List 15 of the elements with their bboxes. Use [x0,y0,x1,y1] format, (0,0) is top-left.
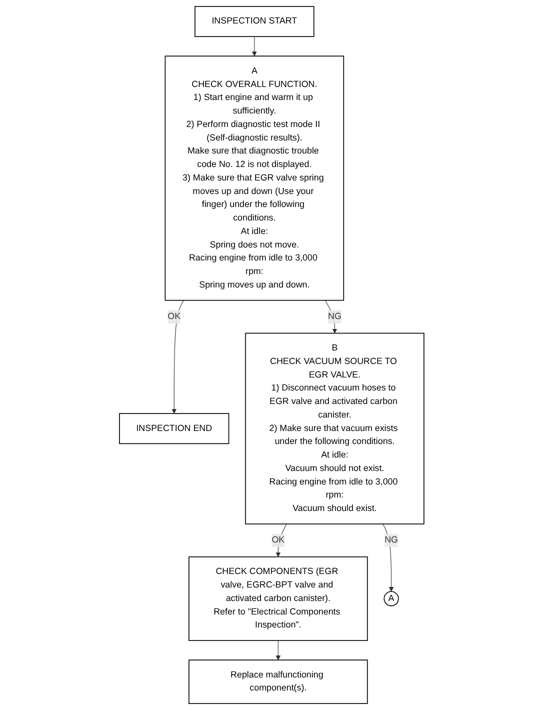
node-box: INSPECTION START [194,6,315,37]
node-box: A CHECK OVERALL FUNCTION. 1) Start engine and warm it up sufficiently. 2) Perform diagnostic test mode II (Self-diagnostic results). Make sure that diagnostic trouble code No. 12 is not displayed. 3) Make sure that EGR valve spring moves up and down (Use your finger) under the following conditions. At idle: Spring does not move. Racing engine from idle to 3,000 rpm: Spring moves up and down. [165,56,344,301]
node-box: Replace malfunctioning component(s). [188,660,368,704]
arrow [276,640,281,660]
arrow [172,300,184,414]
arrow [382,524,394,592]
edge-label: OK [168,312,181,322]
node-box: INSPECTION END [119,413,230,444]
edge-label: OK [272,535,285,545]
node-box: B CHECK VACUUM SOURCE TO EGR VALVE. 1) Disconnect vacuum hoses to EGR valve and activated carbon canister. 2) Make sure that vacuum exists under the following conditions. At idle: Vacuum should not exist. Racing engine from idle to 3,000 rpm: Vacuum should exist. [245,332,425,524]
edge-label: NG [384,535,398,545]
arrow [252,36,258,56]
edge-label: NG [328,312,342,322]
node-box: CHECK COMPONENTS (EGR valve, EGRC-BPT valve and activated carbon canister). Refer to "Electrical Components Inspection". [188,556,368,641]
node-circle: A [384,591,400,606]
